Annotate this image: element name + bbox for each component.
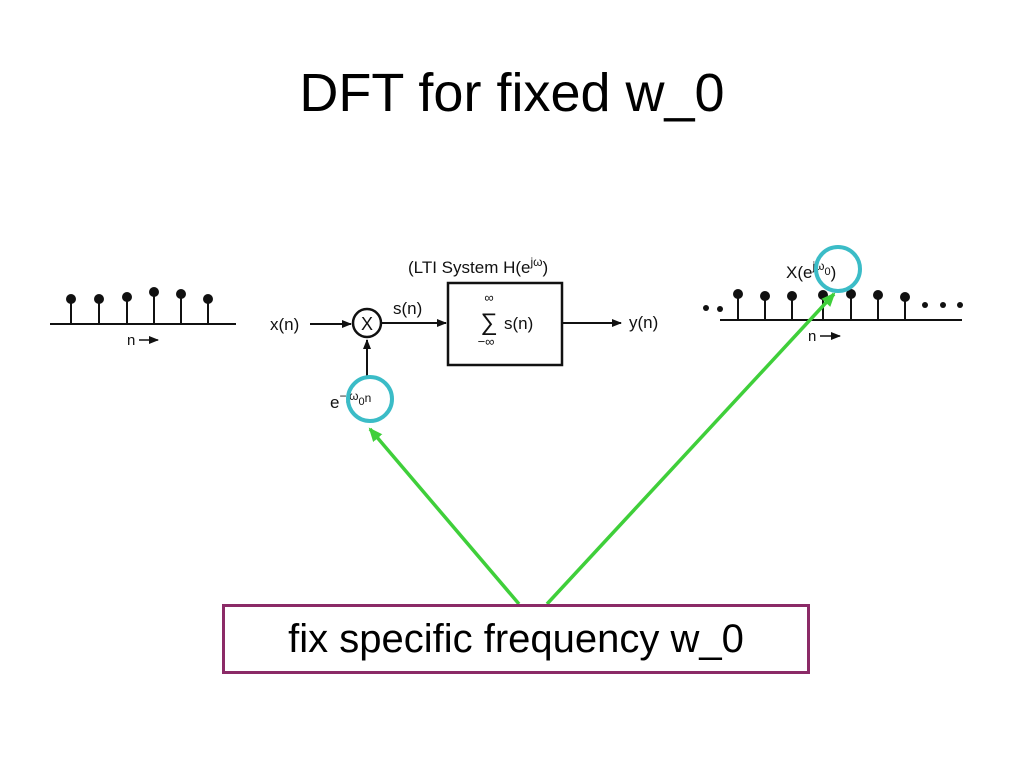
lti-system-block [446,281,564,367]
pointer-arrow-to-transform [545,292,836,606]
right-axis-label: n [808,328,816,345]
right-leading-dots [703,305,723,312]
stem-dot [122,292,132,302]
slide-title: DFT for fixed w_0 [299,63,725,123]
input-signal-label: x(n) [270,315,299,334]
stem-dot [203,294,213,304]
stem-dot [818,290,828,300]
stem-dot [94,294,104,304]
output-stem-plot: n [703,289,963,345]
sum-lower-limit: −∞ [478,334,495,349]
product-signal-label: s(n) [393,299,422,318]
sum-term: s(n) [504,314,533,333]
exponential-highlight-circle [346,375,394,423]
multiplier-node: X [351,307,383,339]
stem-dot [733,289,743,299]
stem-dot [149,287,159,297]
input-stem-plot: n [50,287,236,349]
right-trailing-dots [922,302,963,308]
right-stems [733,289,910,320]
multiplier-symbol: X [361,314,373,334]
caption-box: fix specific frequency w_0 [222,604,810,674]
stem-dot [66,294,76,304]
pointer-arrow-to-exponential [368,427,521,606]
sum-symbol: ∑ [480,309,497,336]
left-axis-label: n [127,332,135,349]
output-signal-label: y(n) [629,313,658,332]
system-label: (LTI System H(ejω) [408,255,548,277]
stem-dot [900,292,910,302]
transform-highlight-circle [814,245,862,293]
sum-upper-limit: ∞ [484,290,493,305]
stem-dot [787,291,797,301]
stem-dot [760,291,770,301]
stem-dot [846,289,856,299]
stem-dot [176,289,186,299]
transform-label: X(ejω0) [786,259,836,282]
stem-dot [873,290,883,300]
left-stems [66,287,213,324]
